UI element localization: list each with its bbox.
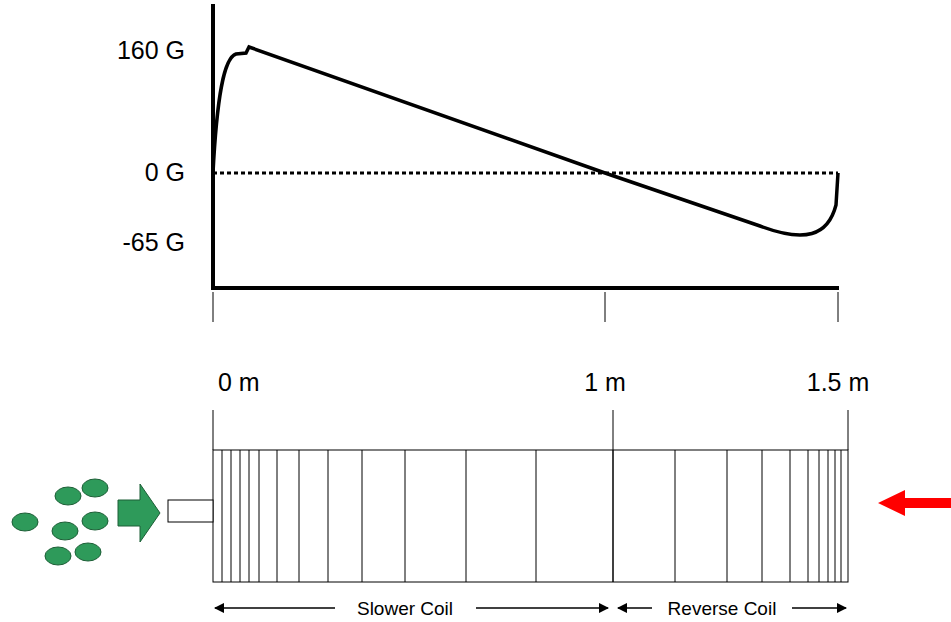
coil-winding	[240, 450, 241, 582]
atoms	[12, 479, 108, 565]
field-value: 160 G	[117, 38, 185, 63]
zero-line	[213, 172, 838, 175]
coil-winding	[277, 450, 278, 582]
field-value: 0 G	[145, 160, 185, 185]
coil-name: Reverse Coil	[668, 599, 777, 618]
coil-name: Slower Coil	[357, 599, 453, 618]
coil-winding	[222, 450, 223, 582]
position-value: 0 m	[218, 370, 260, 395]
laser-arrow	[878, 490, 951, 516]
coil-winding	[835, 450, 836, 582]
coil-winding	[536, 450, 537, 582]
position-value: 1.5 m	[807, 370, 870, 395]
field-value: -65 G	[122, 230, 185, 255]
slower-tube	[213, 450, 848, 582]
position-ticks	[213, 292, 848, 450]
oven-nozzle	[168, 500, 213, 522]
coil-winding	[362, 450, 363, 582]
coil-winding	[819, 450, 820, 582]
coil-winding	[808, 450, 809, 582]
coil-winding	[727, 450, 728, 582]
coil-winding	[328, 450, 329, 582]
coil-winding	[466, 450, 467, 582]
coil-winding	[790, 450, 791, 582]
coil-winding	[405, 450, 406, 582]
coil-boundary	[612, 450, 614, 582]
coil-winding	[828, 450, 829, 582]
coil-winding	[259, 450, 260, 582]
coil-windings	[222, 450, 841, 582]
coil-winding	[762, 450, 763, 582]
position-value: 1 m	[584, 370, 626, 395]
field-profile-curve	[213, 47, 838, 235]
coil-winding	[675, 450, 676, 582]
coil-winding	[841, 450, 842, 582]
coil-winding	[231, 450, 232, 582]
atom-beam-arrow	[118, 484, 160, 542]
coil-winding	[249, 450, 250, 582]
graph-axes	[211, 4, 839, 289]
coil-winding	[299, 450, 300, 582]
